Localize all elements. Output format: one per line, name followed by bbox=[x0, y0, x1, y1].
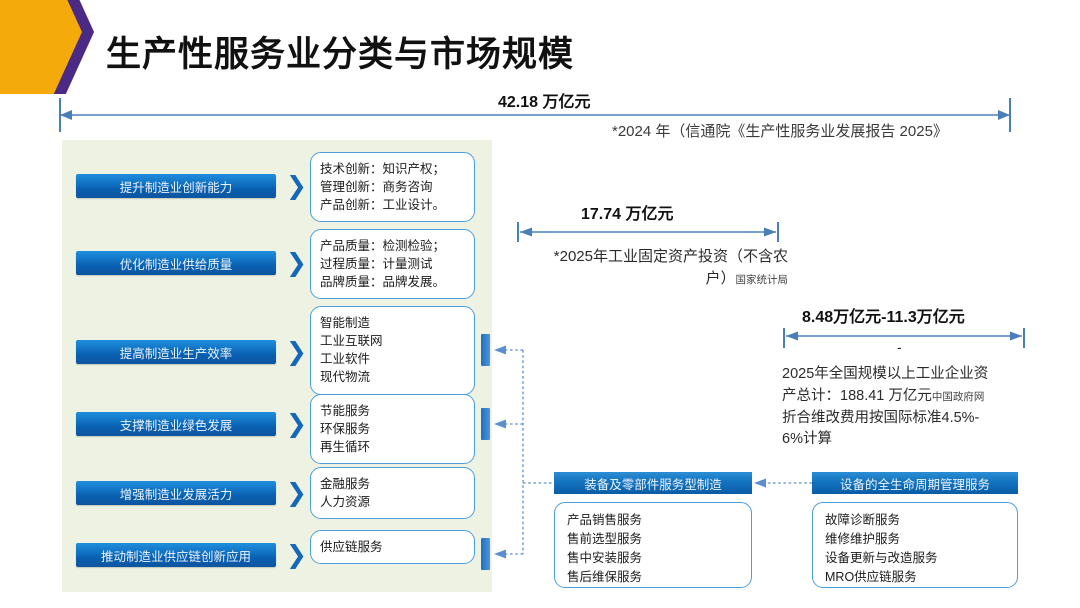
middle-dimension-note: *2025年工业固定资产投资（不含农户）国家统计局 bbox=[538, 246, 788, 290]
right-note-line2-source: 中国政府网 bbox=[931, 390, 985, 403]
detail-line: 再生循环 bbox=[320, 440, 371, 455]
category-bar-5[interactable]: 推动制造业供应链创新应用 bbox=[76, 543, 276, 567]
top-dimension-value: 42.18 万亿元 bbox=[498, 94, 591, 111]
right-dimension-dash: - bbox=[897, 339, 902, 355]
group-item: MRO供应链服务 bbox=[825, 570, 917, 584]
category-detail-box-2: 智能制造 工业互联网 工业软件 现代物流 bbox=[310, 306, 475, 395]
detail-line: 供应链服务 bbox=[320, 540, 383, 554]
chevron-right-icon: ❯ bbox=[286, 249, 307, 277]
group-item: 售中安装服务 bbox=[567, 551, 643, 565]
detail-line: 现代物流 bbox=[320, 370, 371, 385]
category-bar-1[interactable]: 优化制造业供给质量 bbox=[76, 251, 276, 275]
chevron-right-icon: ❯ bbox=[286, 410, 307, 438]
detail-line: 智能制造 bbox=[320, 316, 371, 330]
page-title: 生产性服务业分类与市场规模 bbox=[106, 35, 575, 74]
category-bar-2[interactable]: 提高制造业生产效率 bbox=[76, 340, 276, 364]
group-detail-box-1: 故障诊断服务 维修维护服务 设备更新与改造服务 MRO供应链服务 bbox=[812, 502, 1018, 588]
middle-dimension-arrow bbox=[516, 222, 780, 242]
detail-line: 技术创新：知识产权； bbox=[320, 162, 446, 176]
right-note-line2: 产总计：188.41 万亿元中国政府网 bbox=[782, 386, 1050, 408]
connector-stub-3 bbox=[481, 408, 490, 440]
chevron-right-icon: ❯ bbox=[286, 338, 307, 366]
category-detail-box-1: 产品质量：检测检验； 过程质量：计量测试 品牌质量：品牌发展。 bbox=[310, 229, 475, 300]
group-item: 维修维护服务 bbox=[825, 532, 901, 546]
group-header-1[interactable]: 设备的全生命周期管理服务 bbox=[812, 472, 1018, 494]
detail-line: 节能服务 bbox=[320, 404, 371, 418]
detail-line: 环保服务 bbox=[320, 422, 371, 437]
group-item: 故障诊断服务 bbox=[825, 513, 901, 527]
group-item: 售后维保服务 bbox=[567, 570, 643, 584]
category-bar-0[interactable]: 提升制造业创新能力 bbox=[76, 174, 276, 198]
detail-line: 工业互联网 bbox=[320, 334, 383, 349]
category-detail-box-3: 节能服务 环保服务 再生循环 bbox=[310, 394, 475, 465]
category-detail-box-5: 供应链服务 bbox=[310, 530, 475, 565]
middle-note-source: 国家统计局 bbox=[735, 273, 789, 286]
detail-line: 人力资源 bbox=[320, 495, 371, 510]
middle-note-main: *2025年工业固定资产投资（不含农户） bbox=[553, 248, 788, 287]
group-item: 售前选型服务 bbox=[567, 532, 643, 546]
detail-line: 产品创新：工业设计。 bbox=[320, 198, 446, 213]
right-note-line3: 折合维改费用按国际标准4.5%- bbox=[782, 409, 980, 426]
corner-chevron-decoration bbox=[0, 0, 98, 94]
group-detail-box-0: 产品销售服务 售前选型服务 售中安装服务 售后维保服务 bbox=[554, 502, 752, 588]
category-bar-3[interactable]: 支撑制造业绿色发展 bbox=[76, 412, 276, 436]
connector-stub-5 bbox=[481, 538, 490, 570]
chevron-right-icon: ❯ bbox=[286, 541, 307, 569]
top-dimension-arrow bbox=[58, 98, 1070, 132]
right-note-line4: 6%计算 bbox=[782, 431, 832, 448]
right-dimension-value: 8.48万亿元-11.3万亿元 bbox=[802, 309, 965, 326]
top-dimension-note: *2024 年（信通院《生产性服务业发展报告 2025》 bbox=[612, 123, 948, 140]
detail-line: 管理创新：商务咨询 bbox=[320, 180, 433, 195]
right-dimension-note: 2025年全国规模以上工业企业资 产总计：188.41 万亿元中国政府网 折合维… bbox=[782, 364, 1050, 451]
detail-line: 工业软件 bbox=[320, 352, 371, 367]
right-dimension-arrow bbox=[782, 320, 1026, 348]
detail-line: 品牌质量：品牌发展。 bbox=[320, 275, 446, 290]
category-detail-box-0: 技术创新：知识产权； 管理创新：商务咨询 产品创新：工业设计。 bbox=[310, 152, 475, 223]
group-header-0[interactable]: 装备及零部件服务型制造 bbox=[554, 472, 752, 494]
detail-line: 金融服务 bbox=[320, 477, 371, 491]
middle-dimension-value: 17.74 万亿元 bbox=[581, 206, 674, 223]
chevron-right-icon: ❯ bbox=[286, 479, 307, 507]
detail-line: 产品质量：检测检验； bbox=[320, 239, 446, 253]
connector-stub-2 bbox=[481, 334, 490, 366]
group-item: 产品销售服务 bbox=[567, 513, 643, 527]
right-note-line2-main: 产总计：188.41 万亿元 bbox=[782, 387, 932, 404]
category-detail-box-4: 金融服务 人力资源 bbox=[310, 467, 475, 520]
category-bar-4[interactable]: 增强制造业发展活力 bbox=[76, 481, 276, 505]
right-note-line1: 2025年全国规模以上工业企业资 bbox=[782, 366, 989, 382]
detail-line: 过程质量：计量测试 bbox=[320, 257, 433, 272]
chevron-right-icon: ❯ bbox=[286, 172, 307, 200]
group-item: 设备更新与改造服务 bbox=[825, 551, 938, 565]
